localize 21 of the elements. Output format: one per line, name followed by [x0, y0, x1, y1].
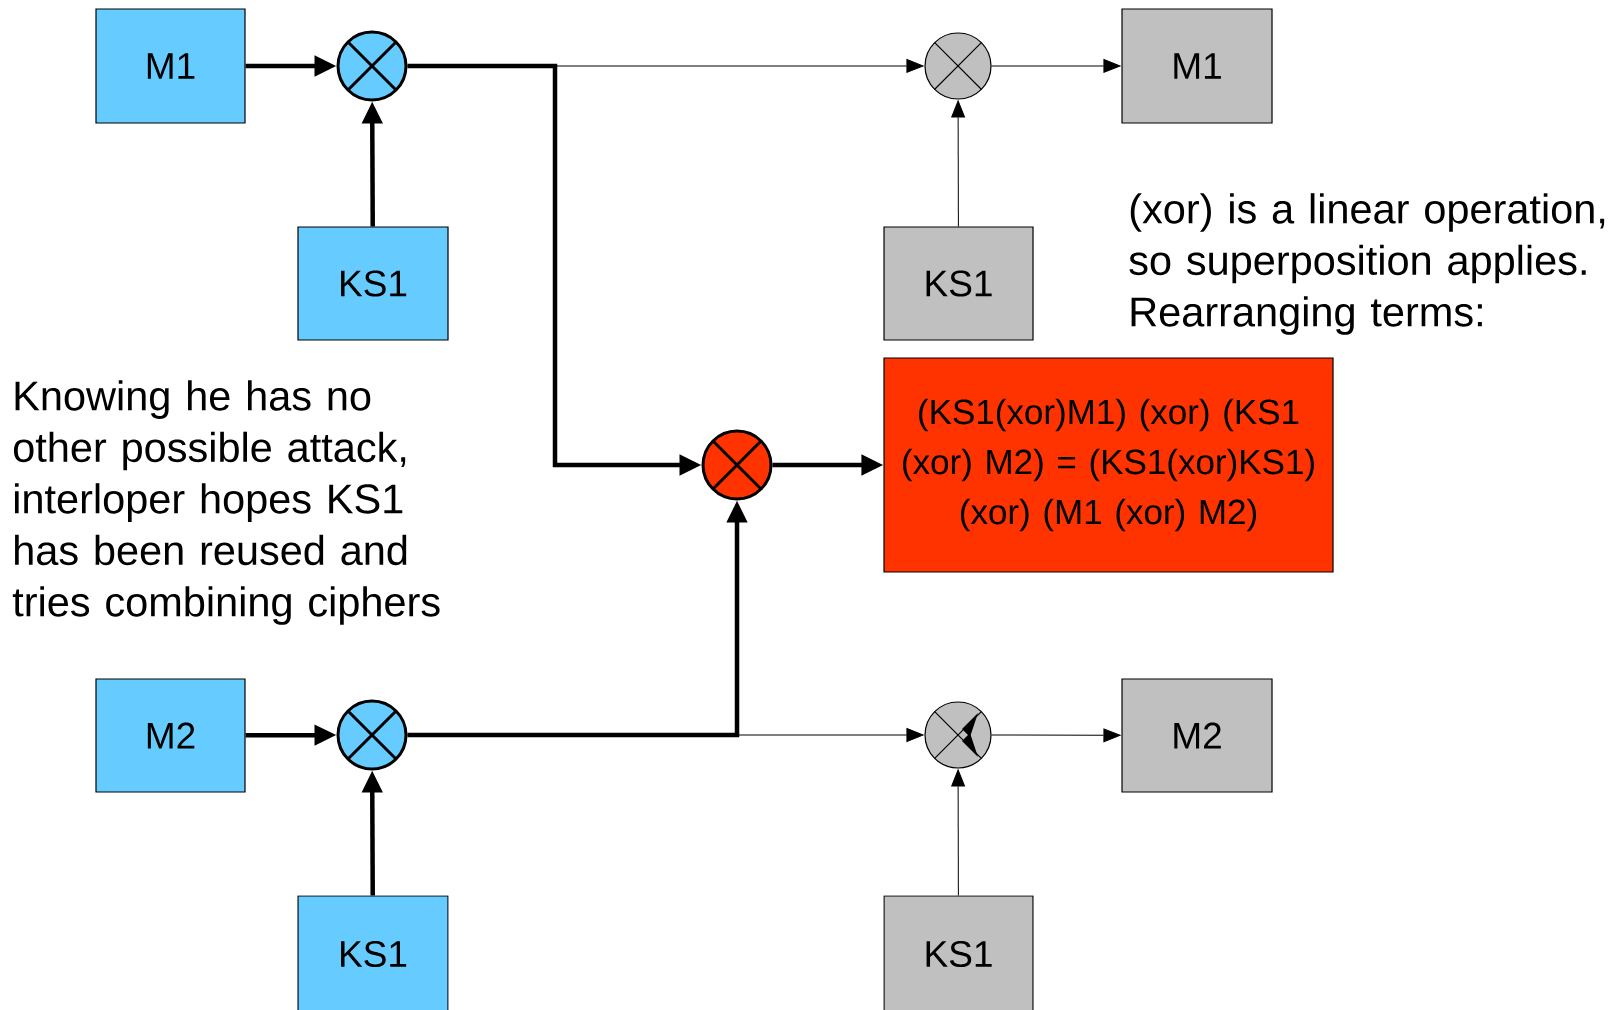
block-box: KS1 [297, 226, 449, 341]
block-box: KS1 [883, 895, 1034, 1010]
block-box: KS1 [883, 226, 1034, 341]
arrow [951, 100, 965, 227]
xor-symbol [924, 32, 992, 100]
block-box: KS1 [297, 895, 449, 1010]
xor-symbol [336, 30, 408, 102]
arrow [991, 59, 1121, 73]
block-box: M1 [95, 8, 246, 124]
xor-symbol [924, 701, 992, 769]
block-box: M1 [1121, 8, 1273, 124]
block-box: M2 [1121, 678, 1273, 793]
arrow [407, 728, 924, 742]
xor-symbol [701, 429, 773, 501]
note-text: Knowing he has no other possible attack, interloper hopes KS1 has been reused and tries combining ciphers [12, 380, 440, 625]
block-box: M2 [95, 678, 246, 793]
xor-symbol [336, 699, 408, 771]
formula-box: (KS1(xor)M1) (xor) (KS1 (xor) M2) = (KS1(xor)KS1) (xor) (M1 (xor) M2) [883, 357, 1334, 573]
arrow [951, 769, 965, 896]
arrow [991, 728, 1121, 743]
note-text: (xor) is a linear operation, so superposition applies. Rearranging terms: [1129, 193, 1605, 335]
